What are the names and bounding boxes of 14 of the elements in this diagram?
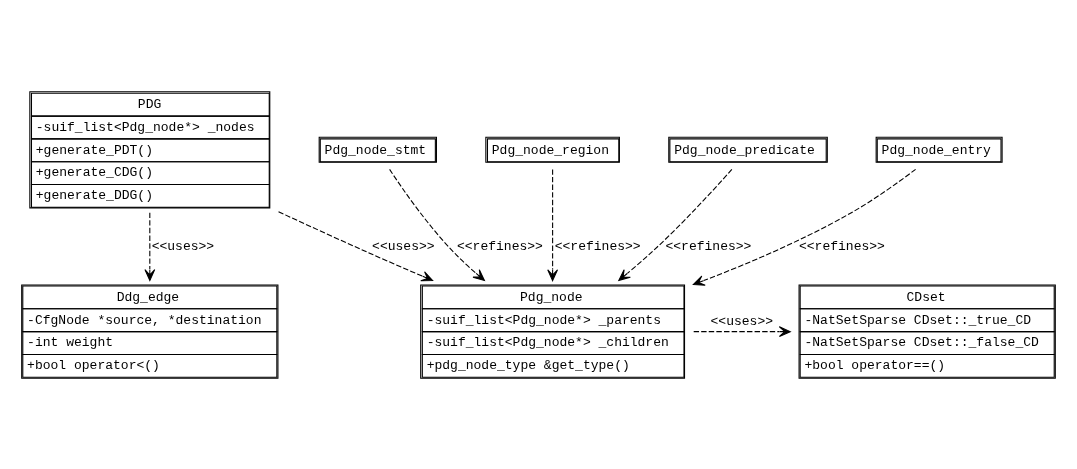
edge-label: <<uses>> xyxy=(151,238,215,254)
arrow xyxy=(144,211,156,281)
arrow xyxy=(692,168,917,286)
edge-label: <<refines>> xyxy=(665,238,752,254)
arrow xyxy=(547,168,559,281)
arrow xyxy=(278,210,434,281)
arrow xyxy=(693,325,791,337)
arrow xyxy=(618,168,733,281)
edge-label: <<refines>> xyxy=(457,238,543,254)
edge-label: <<refines>> xyxy=(799,238,885,254)
edge-label: <<uses>> xyxy=(710,313,774,329)
edge-label: <<uses>> xyxy=(372,238,435,254)
arrow xyxy=(389,168,485,281)
edge-label: <<refines>> xyxy=(554,238,641,254)
